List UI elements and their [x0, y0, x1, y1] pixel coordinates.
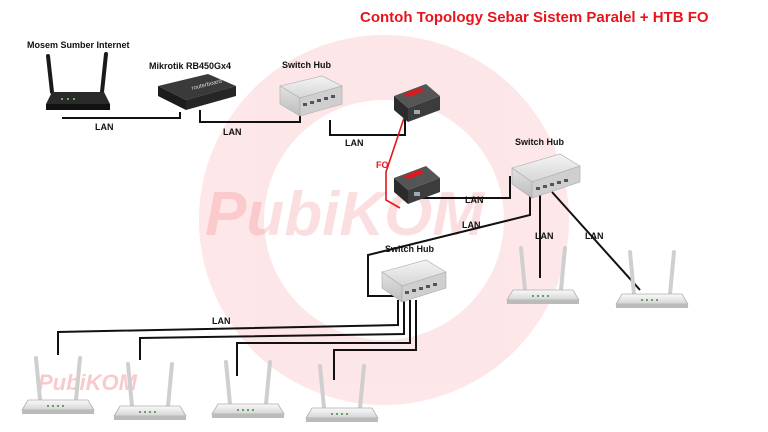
router-device: routerboard	[158, 74, 236, 110]
label-lan-modem-router: LAN	[95, 122, 114, 132]
cable-switch-right-ap-right	[551, 191, 641, 291]
label-modem: Mosem Sumber Internet	[27, 40, 130, 50]
label-fo: FO	[376, 160, 389, 170]
media-converter-top	[394, 84, 440, 122]
lan-cables	[57, 110, 641, 380]
label-lan-ap-right: LAN	[585, 231, 604, 241]
label-lan-router-switch: LAN	[223, 127, 242, 137]
cable-switch-bottom-ap1	[57, 300, 399, 355]
cable-modem-router	[62, 112, 181, 119]
media-converter-bottom	[394, 166, 440, 204]
switch-bottom-device	[381, 259, 447, 303]
cable-converter-switch-right	[420, 176, 511, 199]
modem-device	[46, 52, 110, 110]
label-lan-ap-mid: LAN	[535, 231, 554, 241]
cable-switch-bottom-ap2	[139, 300, 405, 360]
label-switch-top: Switch Hub	[282, 60, 331, 70]
diagram-title: Contoh Topology Sebar Sistem Paralel + H…	[360, 9, 709, 26]
cable-switch-bottom-ap4	[333, 300, 417, 380]
access-point-right	[614, 250, 690, 310]
cable-switch-right-switch-bottom	[367, 185, 531, 297]
watermark-text-large: PubiKOM	[205, 180, 485, 249]
label-switch-bottom: Switch Hub	[385, 244, 434, 254]
cable-switch-converter	[329, 118, 406, 136]
cable-switch-bottom-ap3	[236, 300, 411, 376]
switch-top-device	[279, 75, 343, 117]
label-router: Mikrotik RB450Gx4	[149, 61, 232, 71]
switch-right-device	[511, 153, 581, 199]
access-point-3	[210, 360, 286, 420]
label-switch-right: Switch Hub	[515, 137, 564, 147]
label-lan-switch-converter: LAN	[345, 138, 364, 148]
watermark-text-small: PubiKOM	[38, 370, 138, 395]
label-lan-bottom: LAN	[212, 316, 231, 326]
label-lan-switch-switch: LAN	[462, 220, 481, 230]
label-lan-converter-switch: LAN	[465, 195, 484, 205]
fo-cable	[385, 117, 405, 209]
watermark-brand-a: Pubi	[205, 180, 341, 249]
cable-router-switch	[199, 110, 301, 123]
